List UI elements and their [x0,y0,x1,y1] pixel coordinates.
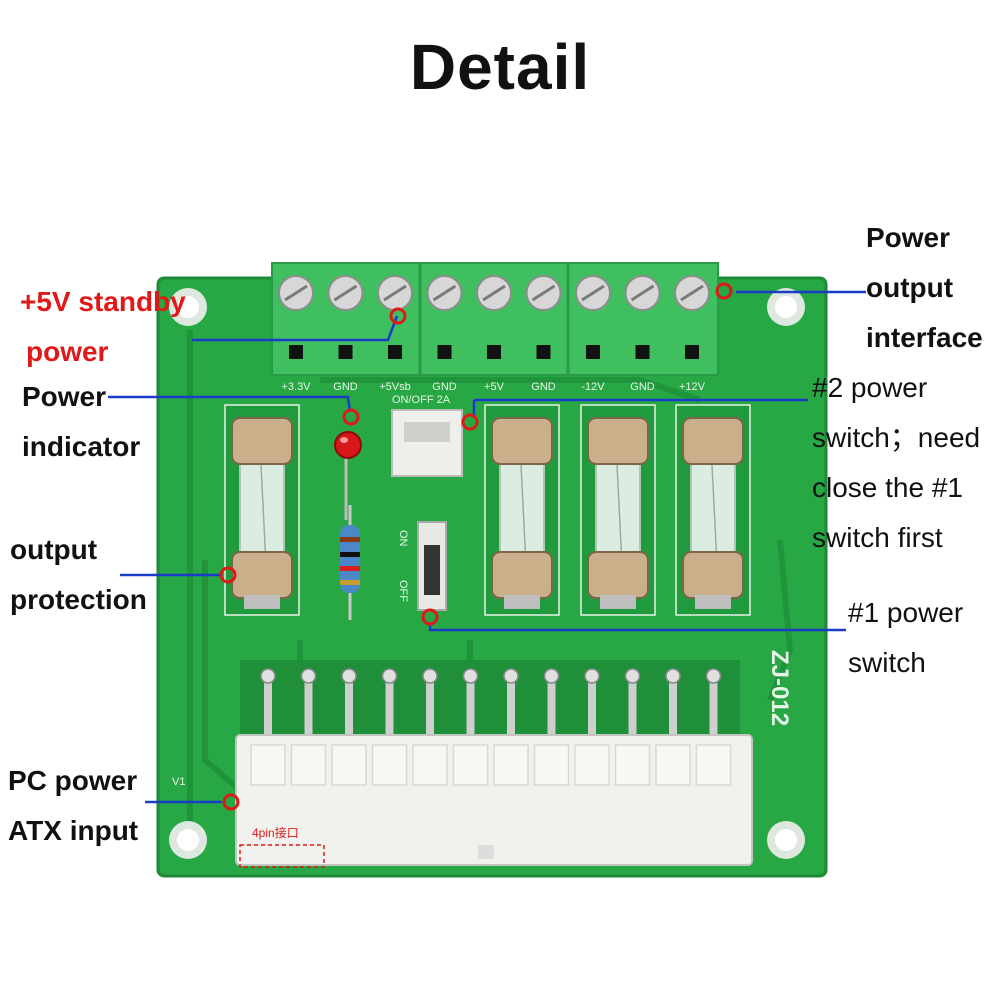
label-power-indicator: Power indicator [22,381,141,462]
pin-header [240,660,740,744]
switch-connector [391,409,463,477]
fuse [484,404,560,616]
label-switch-2: #2 power switch；need close the #1 switch… [812,372,981,553]
model-label: ZJ-012 [766,650,793,726]
atx-pin-cell [574,744,610,786]
switch-on-label: ON [397,530,409,547]
atx-pin-cell [371,744,408,786]
label-output-interface: Power output interface [866,222,983,353]
atx-pin-cell [533,744,570,786]
atx-pin-cell [614,744,651,786]
mounting-holes [169,288,805,859]
label-standby-power: +5V standby power [20,286,186,367]
marker-switch2 [461,413,479,431]
leader-switch1 [428,625,846,632]
atx-pin-cell [290,744,327,786]
resistor [340,505,360,620]
terminal-label: +12V [679,381,706,393]
atx-pin-cell [655,744,691,786]
marker-protection [219,566,237,584]
atx-pin-cell [695,744,732,786]
terminal-label: GND [333,381,358,393]
leader-indicator [108,395,352,413]
terminal-label: -12V [581,381,605,393]
leader-standby [192,315,399,342]
marker-atx [222,793,240,811]
fuse [675,404,751,616]
terminal-label: GND [432,381,457,393]
terminal-slot [586,345,600,359]
fuse [580,404,656,616]
terminal-label: GND [630,381,655,393]
terminal-slot [685,345,699,359]
pin-note: 4pin接口 [252,825,299,840]
power-led [334,431,362,520]
terminal-slot [536,345,551,359]
atx-pin-cell [452,744,489,786]
terminal-slot [338,345,353,359]
marker-switch1 [421,608,439,626]
marker-output [715,282,733,300]
atx-connector [235,734,753,868]
label-atx-input: PC power ATX input [8,765,139,846]
switch-off-label: OFF [397,580,409,602]
terminal-label: +5Vsb [379,381,411,393]
terminal-labels: +3.3V GND +5Vsb GND +5V GND -12V GND +12V [281,381,705,393]
label-switch-1: #1 power switch [848,597,964,678]
atx-pin-cell [250,744,286,786]
slide-switch [417,521,447,611]
atx-pin-cell [493,744,529,786]
connector-label: ON/OFF 2A [392,394,451,406]
marker-standby [389,307,407,325]
leader-lines [108,290,866,804]
fuse [224,404,300,616]
label-output-protection: output protection [10,534,147,615]
terminal-slot [487,345,501,359]
terminal-label: +5V [484,381,505,393]
atx-pin-cell [331,744,367,786]
atx-pin-cell [412,744,448,786]
terminal-label: +3.3V [281,381,311,393]
edge-mark: V1 [172,776,185,788]
marker-indicator [342,408,360,426]
terminal-slot [437,345,452,359]
terminal-block [271,262,719,376]
terminal-slot [388,345,402,359]
terminal-slot [289,345,303,359]
markers [219,282,733,811]
page-title: Detail [409,31,591,103]
fuses [224,404,751,616]
terminal-label: GND [531,381,556,393]
terminal-slot [635,345,650,359]
